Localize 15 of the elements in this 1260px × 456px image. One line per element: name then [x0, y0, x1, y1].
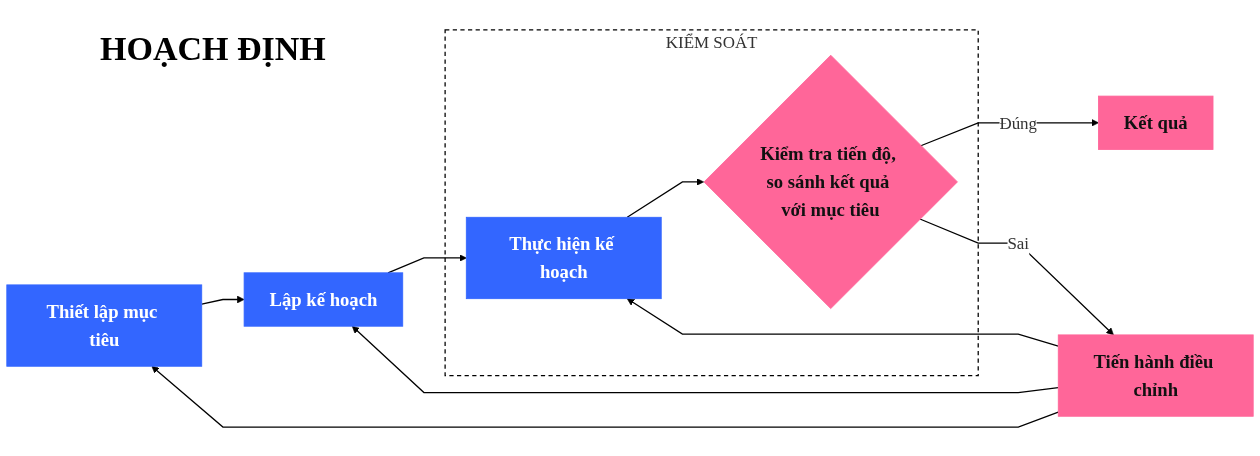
arrow: [626, 177, 704, 218]
node-diamond: Kiểm tra tiến độ, so sánh kết quả với mục tiêu: [703, 54, 958, 309]
node-box: Thiết lập mục tiêu: [6, 284, 203, 367]
edge-label: Đúng: [999, 113, 1038, 132]
arrow: [919, 217, 1114, 335]
arrow: [626, 297, 1059, 347]
edge-label: Sai: [1007, 233, 1030, 253]
node-box: Thực hiện kế hoạch: [465, 216, 662, 299]
node-box: Lập kế hoạch: [243, 271, 404, 327]
arrow: [201, 295, 245, 305]
node-box: Tiến hành điều chỉnh: [1057, 334, 1254, 417]
section-heading: HOẠCH ĐỊNH: [100, 30, 326, 68]
node-box: Kết quả: [1098, 95, 1214, 150]
arrow: [351, 325, 1059, 393]
arrow: [151, 365, 1059, 428]
